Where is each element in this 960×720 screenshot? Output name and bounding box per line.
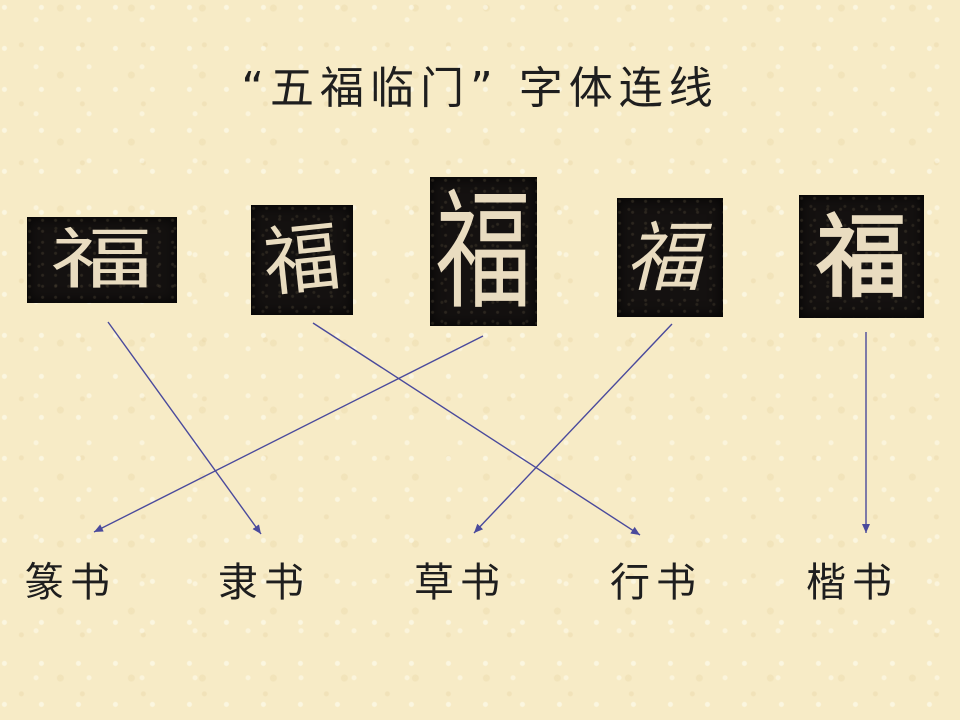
label-kaishu: 楷书 xyxy=(806,560,898,606)
label-xingshu: 行书 xyxy=(610,560,702,606)
sample-1-glyph: 福 xyxy=(50,221,154,298)
sample-2-glyph: 福 xyxy=(259,211,345,308)
calligraphy-sample-1: 福 xyxy=(27,217,177,303)
connector-arrow-4 xyxy=(473,323,673,534)
calligraphy-sample-4: 福 xyxy=(617,198,723,317)
connector-arrow-1 xyxy=(107,321,262,535)
calligraphy-sample-5: 福 xyxy=(799,195,924,318)
connector-arrow-3 xyxy=(93,335,484,533)
page-title: “五福临门” 字体连线 xyxy=(0,52,960,116)
connector-arrow-2 xyxy=(312,322,641,536)
label-caoshu: 草书 xyxy=(414,560,506,606)
label-zhuanshu: 篆书 xyxy=(24,560,116,606)
label-lishu: 隶书 xyxy=(218,560,310,606)
sample-3-glyph: 福 xyxy=(435,177,532,326)
sample-5-glyph: 福 xyxy=(816,203,907,310)
calligraphy-sample-3: 福 xyxy=(430,177,537,326)
page-title-text: “五福临门” 字体连线 xyxy=(241,63,719,114)
calligraphy-sample-2: 福 xyxy=(251,205,353,315)
